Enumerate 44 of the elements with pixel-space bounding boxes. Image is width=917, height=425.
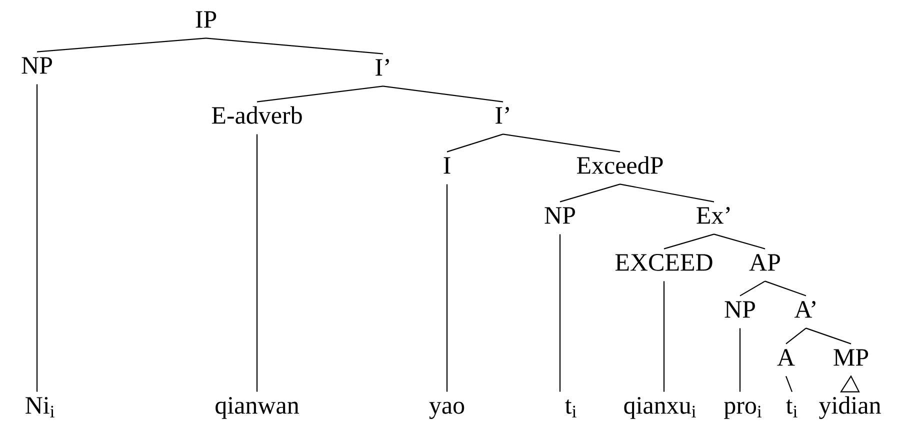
branch-line xyxy=(256,86,384,102)
branch-line xyxy=(786,328,806,344)
branch-line xyxy=(714,234,766,250)
branch-line xyxy=(36,84,38,392)
branch-line xyxy=(560,184,620,202)
category-label: I’ xyxy=(376,58,389,76)
branch-line xyxy=(502,134,620,152)
word-label: t$_{i}$ xyxy=(565,400,576,418)
branch-line xyxy=(785,376,793,392)
word-label: t$_{i}$ xyxy=(786,400,798,418)
category-label: A’ xyxy=(794,300,816,318)
category-label: EXCEED xyxy=(615,254,712,271)
category-label: IP xyxy=(196,11,216,28)
category-label: Ex’ xyxy=(696,206,730,224)
category-label: ExceedP xyxy=(577,156,663,174)
word-label: yidian xyxy=(819,396,881,419)
branch-line xyxy=(559,234,561,392)
branch-line xyxy=(806,328,852,344)
branch-line xyxy=(446,184,448,392)
branch-line xyxy=(206,38,384,54)
category-label: NP xyxy=(22,57,52,74)
branch-line xyxy=(764,280,806,296)
branch-line xyxy=(663,281,665,392)
category-label: I xyxy=(444,157,450,174)
category-label: NP xyxy=(724,301,755,318)
word-label: pro$_{i}$ xyxy=(724,402,762,419)
word-label: qianwan xyxy=(216,397,299,419)
branch-line xyxy=(36,38,206,52)
word-label: yao xyxy=(429,402,464,419)
category-label: E-adverb xyxy=(212,106,302,124)
branch-line xyxy=(256,134,258,392)
branch-line xyxy=(446,134,504,152)
category-label: NP xyxy=(544,207,575,224)
word-label: qianxu$_{i}$ xyxy=(624,397,696,419)
category-label: I’ xyxy=(496,106,509,124)
branch-line xyxy=(620,184,714,202)
category-label: MP xyxy=(834,349,868,366)
category-label: A xyxy=(777,349,795,366)
branch-line xyxy=(382,86,504,102)
category-label: AP xyxy=(749,254,780,271)
branch-line xyxy=(740,280,766,296)
word-label: Ni$_{i}$ xyxy=(26,397,54,418)
branch-line xyxy=(664,234,714,250)
branch-line xyxy=(739,328,741,392)
